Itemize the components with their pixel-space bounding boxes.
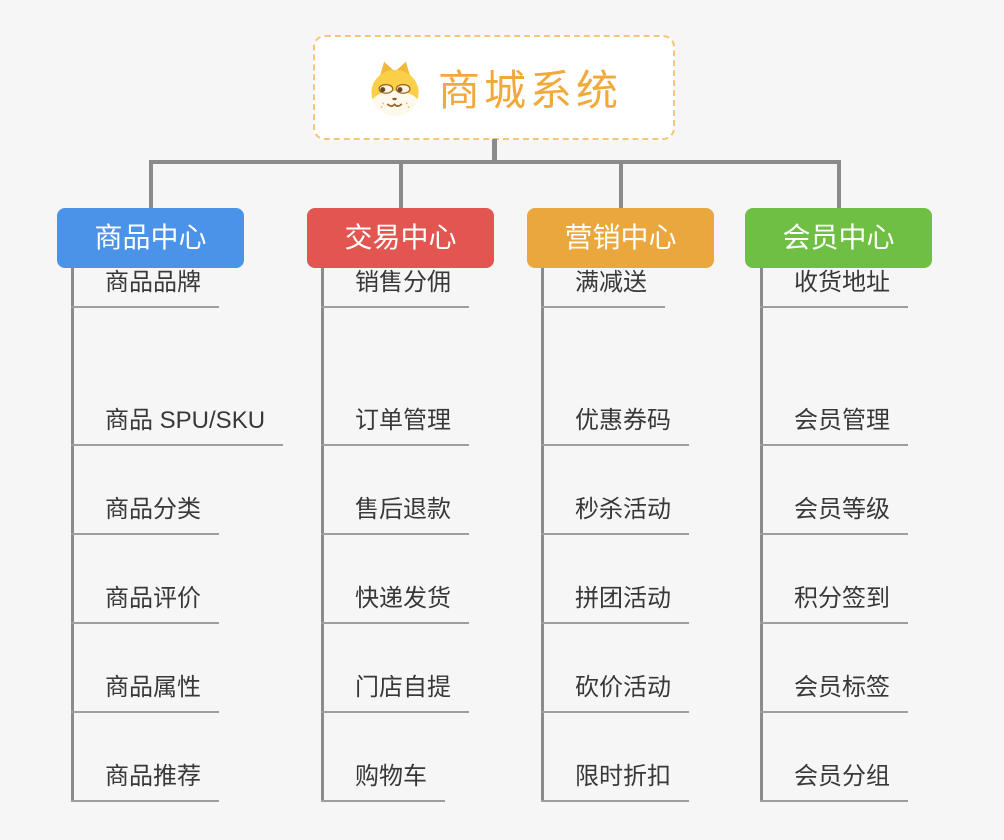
leaf-node[interactable]: 售后退款 (321, 495, 469, 535)
leaf-node[interactable]: 购物车 (321, 762, 445, 802)
leaf-node[interactable]: 商品品牌 (71, 268, 219, 308)
leaf-node[interactable]: 积分签到 (760, 584, 908, 624)
leaf-node[interactable]: 优惠券码 (541, 406, 689, 446)
leaf-node[interactable]: 秒杀活动 (541, 495, 689, 535)
leaf-node[interactable]: 会员等级 (760, 495, 908, 535)
connector-drop-member (837, 160, 841, 208)
leaf-node[interactable]: 商品评价 (71, 584, 219, 624)
connector-root-stem (492, 139, 497, 162)
root-title: 商城系统 (437, 67, 622, 114)
leaf-node[interactable]: 拼团活动 (541, 584, 689, 624)
branch-node-trade[interactable]: 交易中心 (307, 208, 494, 268)
leaf-node[interactable]: 商品分类 (71, 495, 219, 535)
leaf-node[interactable]: 收货地址 (760, 268, 908, 308)
connector-drop-trade (399, 160, 403, 208)
leaf-node[interactable]: 快递发货 (321, 584, 469, 624)
leaf-node[interactable]: 会员标签 (760, 673, 908, 713)
leaf-node[interactable]: 订单管理 (321, 406, 469, 446)
connector-drop-product (149, 160, 153, 208)
root-node[interactable]: 商城系统 (313, 35, 675, 140)
leaf-node[interactable]: 商品属性 (71, 673, 219, 713)
leaf-node[interactable]: 门店自提 (321, 673, 469, 713)
leaf-node[interactable]: 满减送 (541, 268, 665, 308)
connector-main-hline (149, 160, 840, 164)
leaf-node[interactable]: 限时折扣 (541, 762, 689, 802)
leaf-node[interactable]: 商品推荐 (71, 762, 219, 802)
leaf-node[interactable]: 商品 SPU/SKU (71, 406, 284, 446)
leaf-node[interactable]: 砍价活动 (541, 673, 689, 713)
leaf-node[interactable]: 会员管理 (760, 406, 908, 446)
leaf-node[interactable]: 会员分组 (760, 762, 908, 802)
branch-node-member[interactable]: 会员中心 (745, 208, 932, 268)
connector-drop-marketing (619, 160, 623, 208)
branch-node-marketing[interactable]: 营销中心 (527, 208, 714, 268)
leaf-node[interactable]: 销售分佣 (321, 268, 469, 308)
shiba-dog-icon (371, 61, 419, 115)
branch-node-product[interactable]: 商品中心 (57, 208, 244, 268)
